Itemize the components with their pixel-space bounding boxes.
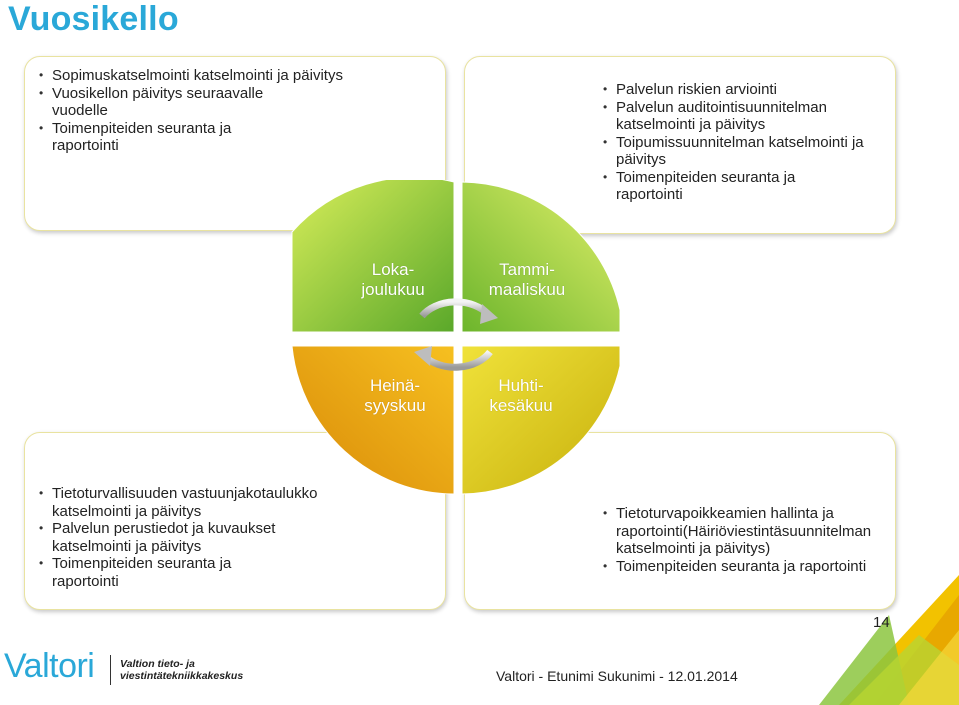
quadrant-label-jan-mar: Tammi- maaliskuu <box>472 260 582 300</box>
logo-subtitle-line: viestintätekniikkakeskus <box>120 670 244 682</box>
list-item: Vuosikellon päivitys seuraavalle vuodell… <box>39 85 299 120</box>
list-item: Tietoturvapoikkeamien hallinta ja raport… <box>603 505 875 558</box>
logo-subtitle-line: Valtion tieto- ja <box>120 658 195 670</box>
quadrant-label-line: syyskuu <box>364 396 426 415</box>
page-title: Vuosikello <box>8 0 179 38</box>
list-item: Palvelun perustiedot ja kuvaukset katsel… <box>39 520 309 555</box>
list-item: Toimenpiteiden seuranta ja raportointi <box>39 555 269 590</box>
page-number: 14 <box>873 614 890 631</box>
quadrant-label-jul-sep: Heinä- syyskuu <box>350 376 440 416</box>
quadrant-jan-mar <box>461 181 621 333</box>
quadrant-label-line: Huhti- <box>498 376 544 395</box>
bullet-list: Tietoturvapoikkeamien hallinta ja raport… <box>603 505 875 575</box>
list-item: Sopimuskatselmointi katselmointi ja päiv… <box>39 67 431 85</box>
quadrant-label-line: Heinä- <box>369 376 421 395</box>
quadrant-jul-sep <box>291 345 455 495</box>
corner-decoration <box>819 575 959 705</box>
list-item: Palvelun riskien arviointi <box>603 81 865 99</box>
list-item: Toipumissuunnitelman katselmointi ja päi… <box>603 134 865 169</box>
bullet-list: Palvelun riskien arviointi Palvelun audi… <box>603 81 865 204</box>
footer-presenter: Valtori - Etunimi Sukunimi - 12.01.2014 <box>496 668 738 684</box>
list-item: Toimenpiteiden seuranta ja raportointi <box>603 169 865 204</box>
info-box-top-left: Sopimuskatselmointi katselmointi ja päiv… <box>24 56 446 231</box>
list-item: Palvelun auditointisuunnitelman katselmo… <box>603 99 865 134</box>
quadrant-label-line: maaliskuu <box>488 280 566 299</box>
cycle-arrow-bottom <box>421 349 493 371</box>
quadrant-label-line: joulukuu <box>361 280 425 299</box>
quadrant-label-line: Tammi- <box>499 260 555 279</box>
quadrant-label-oct-dec: Loka- joulukuu <box>348 260 438 300</box>
list-item: Toimenpiteiden seuranta ja raportointi <box>39 120 269 155</box>
cycle-arrow-top-head <box>480 304 498 324</box>
year-cycle-diagram: Loka- joulukuu Tammi- maaliskuu Heinä- s… <box>290 176 622 496</box>
quadrant-label-line: Loka- <box>371 260 415 279</box>
bullet-list: Tietoturvallisuuden vastuunjakotaulukko … <box>39 485 431 590</box>
cycle-arrow-top <box>419 298 491 319</box>
quadrant-label-line: kesäkuu <box>489 396 553 415</box>
quadrant-graphic <box>291 176 621 495</box>
quadrant-apr-jun <box>461 345 621 495</box>
bullet-list: Sopimuskatselmointi katselmointi ja päiv… <box>39 67 431 155</box>
logo-subtitle: Valtion tieto- ja viestintätekniikkakesk… <box>120 658 243 682</box>
logo-divider <box>110 655 111 685</box>
list-item: Tietoturvallisuuden vastuunjakotaulukko … <box>39 485 329 520</box>
cycle-arrow-bottom-head <box>414 346 432 366</box>
valtori-logo-wordmark: Valtori <box>4 647 95 685</box>
info-box-top-right: Palvelun riskien arviointi Palvelun audi… <box>464 56 896 234</box>
list-item: Toimenpiteiden seuranta ja raportointi <box>603 558 875 576</box>
quadrant-oct-dec <box>291 176 455 333</box>
quadrant-label-apr-jun: Huhti- kesäkuu <box>476 376 566 416</box>
